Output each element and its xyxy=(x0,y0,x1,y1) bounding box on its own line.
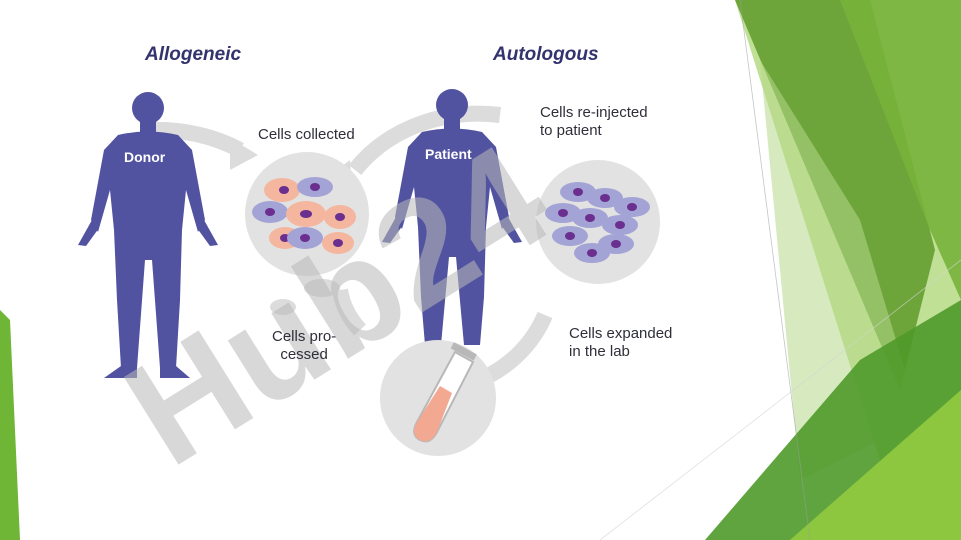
step-cells-collected: Cells collected xyxy=(258,126,355,143)
heading-allogeneic: Allogeneic xyxy=(145,44,242,65)
donor-label: Donor xyxy=(124,149,166,165)
cells-reinjected-cluster xyxy=(536,160,660,284)
donor-figure xyxy=(78,92,218,378)
step-cells-expanded: Cells expanded in the lab xyxy=(569,325,673,360)
patient-label: Patient xyxy=(425,146,472,162)
process-dot xyxy=(270,299,296,315)
heading-autologous: Autologous xyxy=(493,44,599,65)
test-tube-circle xyxy=(380,340,496,456)
step-cells-processed: Cells pro- cessed xyxy=(272,328,337,363)
step-cells-reinjected: Cells re-injected to patient xyxy=(540,104,648,139)
patient-figure xyxy=(382,89,522,345)
cells-collected-cluster xyxy=(245,152,369,276)
process-dot xyxy=(304,279,340,297)
cycle-arrowhead-icon xyxy=(230,138,258,170)
